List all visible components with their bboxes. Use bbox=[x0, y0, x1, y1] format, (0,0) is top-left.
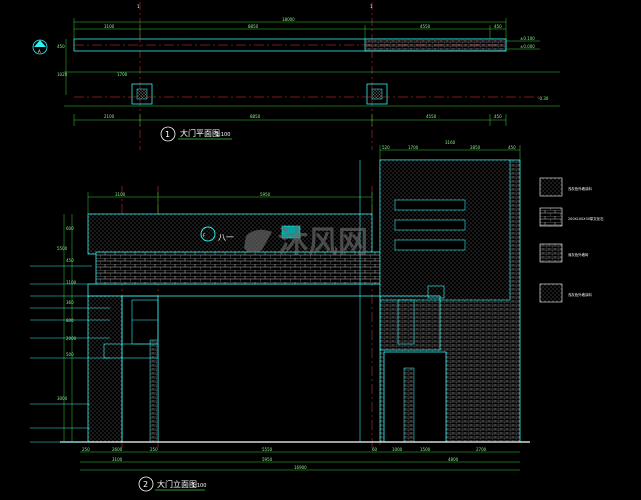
left-pillar-decor bbox=[103, 343, 159, 359]
plan-level-3: -0.30 bbox=[538, 96, 549, 101]
elevation-left-dim-2: 600 bbox=[66, 226, 74, 231]
elevation-left-dim-9: 3000 bbox=[57, 396, 68, 401]
plan-top-dim-4: 4550 bbox=[420, 24, 431, 29]
tower-top-dim-1: 520 bbox=[382, 145, 390, 150]
elevation-left-dim-1: 5500 bbox=[57, 246, 68, 251]
axis-label-ref: A bbox=[38, 49, 41, 54]
bottom-row1-dim-4: 5550 bbox=[262, 447, 273, 452]
elevation-left-dim-5: 360 bbox=[66, 300, 74, 305]
plan-bottom-dimensions: 2100 8850 4550 450 bbox=[73, 114, 507, 126]
legend-swatch-1 bbox=[539, 177, 563, 197]
plan-level-1: ±0.100 bbox=[520, 36, 535, 41]
elevation-number: 2 bbox=[143, 480, 148, 489]
bottom-row1-dim-8: 2700 bbox=[476, 447, 487, 452]
elevation-bottom-dimensions: 250 2600 250 5550 60 1000 1500 2700 3100… bbox=[80, 447, 520, 471]
plan-bottom-dim-1: 2100 bbox=[104, 114, 115, 119]
bottom-row2-dim-3: 4800 bbox=[448, 457, 459, 462]
bottom-row1-dim-2: 2600 bbox=[112, 447, 123, 452]
bottom-row1-dim-1: 250 bbox=[82, 447, 90, 452]
plan-right-levels: ±0.100 ±0.000 -0.30 bbox=[506, 36, 549, 101]
bottom-row2-dim-1: 3100 bbox=[112, 457, 123, 462]
tower-door-opening bbox=[383, 351, 447, 443]
elevation-left-dim-6: 800 bbox=[66, 318, 74, 323]
plan-bottom-dim-4: 450 bbox=[494, 114, 502, 119]
tower-top-dim-5: 450 bbox=[508, 145, 516, 150]
plan-side-dim-1: 450 bbox=[57, 44, 65, 49]
tower-top-dim-3: 3160 bbox=[445, 140, 456, 145]
tower-top-dim-4: 2850 bbox=[470, 145, 481, 150]
gate-sign: F 八一 bbox=[200, 225, 301, 242]
bottom-row1-dim-7: 1500 bbox=[420, 447, 431, 452]
bottom-row1-dim-3: 250 bbox=[150, 447, 158, 452]
elevation-left-dim-3: 450 bbox=[66, 258, 74, 263]
material-legend: 浅灰色外墙涂料 200X100X30厚文化石 深灰色外墙砖 浅灰色外墙涂料 bbox=[539, 177, 604, 303]
legend-label-2: 200X100X30厚文化石 bbox=[568, 216, 604, 221]
tower-frame bbox=[379, 295, 441, 351]
gate-top-beam bbox=[87, 213, 373, 255]
elevation-top-dimensions: 3100 5950 bbox=[87, 192, 373, 214]
axis-label-top-right: 1 bbox=[370, 4, 373, 9]
plan-scale: 1:100 bbox=[216, 132, 230, 138]
plan-side-dim-2: 1020 bbox=[57, 72, 68, 77]
svg-text:F: F bbox=[203, 233, 206, 238]
legend-swatch-2 bbox=[539, 207, 563, 227]
tower-top-dimensions: 520 1700 3160 2850 450 bbox=[379, 140, 521, 160]
elevation-left-dim-8: 500 bbox=[66, 352, 74, 357]
axis-label-top-left: 1 bbox=[137, 4, 140, 9]
plan-view: A 3100 18000 8850 4550 450 1 1 bbox=[32, 2, 560, 150]
legend-swatch-4 bbox=[539, 283, 563, 303]
gate-emblem bbox=[281, 225, 301, 239]
elevation-left-dim-4: 1100 bbox=[66, 280, 77, 285]
plan-number: 1 bbox=[165, 130, 170, 139]
plan-bottom-dim-3: 4550 bbox=[426, 114, 437, 119]
plan-top-dim-2: 18000 bbox=[282, 17, 295, 22]
watermark-text: 沐风网 bbox=[278, 225, 368, 260]
plan-title: 大门平面图 bbox=[180, 128, 220, 138]
north-arrow-icon: A bbox=[32, 39, 48, 55]
plan-column-left bbox=[131, 83, 153, 105]
left-pillar bbox=[87, 295, 123, 443]
plan-top-dimensions: 3100 18000 8850 4550 450 bbox=[73, 17, 507, 39]
plan-bottom-dim-2: 8850 bbox=[250, 114, 261, 119]
watermark: 沐风网 bbox=[244, 225, 368, 260]
bottom-row2-dim-2: 5950 bbox=[262, 457, 273, 462]
elevation-title: 大门立面图 bbox=[157, 479, 197, 489]
tower-top-dim-2: 1700 bbox=[408, 145, 419, 150]
bottom-row3-dim-1: 16900 bbox=[294, 465, 307, 470]
bottom-row1-dim-5: 60 bbox=[372, 447, 378, 452]
plan-side-dim-3: 1700 bbox=[117, 72, 128, 77]
plan-top-dim-1: 3100 bbox=[104, 24, 115, 29]
plan-top-dim-3: 8850 bbox=[248, 24, 259, 29]
plan-title-block: 1 大门平面图 1:100 bbox=[160, 126, 232, 142]
legend-label-3: 深灰色外墙砖 bbox=[568, 252, 589, 257]
level-leaders bbox=[30, 265, 110, 443]
elevation-view: 3100 5950 F 八一 bbox=[30, 140, 530, 492]
plan-level-2: ±0.000 bbox=[520, 44, 535, 49]
plan-column-right bbox=[366, 83, 388, 105]
legend-swatch-3 bbox=[539, 243, 563, 263]
legend-label-4: 浅灰色外墙涂料 bbox=[568, 292, 592, 297]
elevation-left-dimensions: 5500 600 450 1100 360 800 2000 500 3000 bbox=[57, 214, 77, 442]
watermark-logo-icon bbox=[244, 229, 272, 253]
elevation-top-dim-2: 5950 bbox=[260, 192, 271, 197]
gate-sign-text: 八一 bbox=[218, 233, 234, 242]
bottom-row1-dim-6: 1000 bbox=[392, 447, 403, 452]
elevation-left-dim-7: 2000 bbox=[66, 336, 77, 341]
plan-top-dim-5: 450 bbox=[494, 24, 502, 29]
plan-side-dimensions: 450 1020 1700 bbox=[57, 39, 128, 95]
legend-label-1: 浅灰色外墙涂料 bbox=[568, 186, 592, 191]
elevation-top-dim-1: 3100 bbox=[115, 192, 126, 197]
elevation-title-block: 2 大门立面图 1:100 bbox=[138, 476, 206, 492]
elevation-scale: 1:100 bbox=[192, 483, 206, 489]
